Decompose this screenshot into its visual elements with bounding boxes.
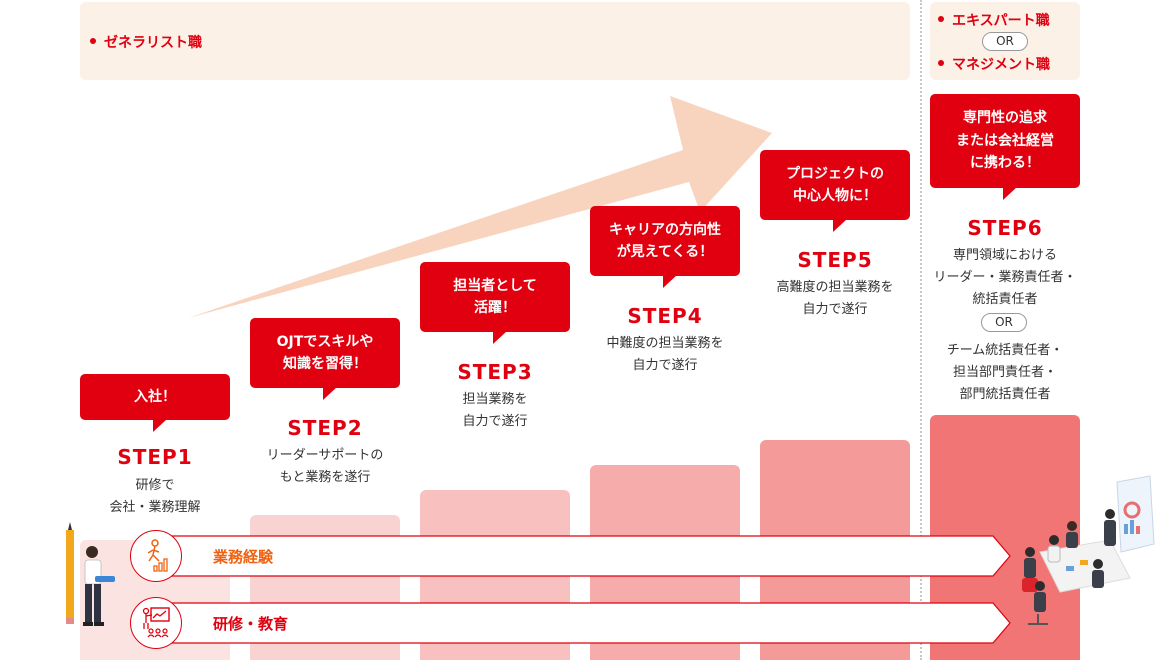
step2-desc: リーダーサポートの もと業務を遂行 — [266, 448, 384, 486]
step3-bubble: 担当者として 活躍！ — [420, 262, 570, 344]
divider — [920, 0, 922, 660]
expert-track-label: エキスパート職 — [938, 10, 1050, 30]
training-track-label: 研修・教育 — [213, 615, 289, 633]
step3-desc: 担当業務を 自力で遂行 — [462, 392, 528, 430]
experience-track-label: 業務経験 — [213, 548, 274, 566]
step6-or-pill: OR — [981, 313, 1027, 332]
step1-bubble: 入社！ — [80, 374, 230, 432]
step2-bubble: OJTでスキルや 知識を習得！ — [250, 318, 400, 400]
management-track-label: マネジメント職 — [938, 54, 1050, 74]
generalist-label: ゼネラリスト職 — [90, 32, 202, 52]
step3-title: STEP3 — [457, 360, 533, 384]
new-employee-illustration — [66, 522, 115, 626]
step5-desc: 高難度の担当業務を 自力で遂行 — [776, 280, 894, 318]
step1-desc: 研修で 会社・業務理解 — [109, 478, 201, 516]
bullet-icon — [938, 16, 944, 22]
or-pill: OR — [982, 32, 1028, 51]
step5-bubble: プロジェクトの 中心人物に！ — [760, 150, 910, 232]
step6-title: STEP6 — [967, 216, 1043, 240]
meeting-illustration — [1022, 475, 1155, 625]
step6-bubble: 専門性の追求 または会社経営 に携わる！ — [930, 94, 1080, 200]
step6-desc: 専門領域における リーダー・業務責任者・ 統括責任者 — [933, 248, 1077, 308]
step5-title: STEP5 — [797, 248, 873, 272]
work-experience-icon — [130, 530, 182, 582]
step2-title: STEP2 — [287, 416, 363, 440]
generalist-band — [80, 2, 910, 80]
step4-title: STEP4 — [627, 304, 703, 328]
bullet-icon — [90, 38, 96, 44]
step1-title: STEP1 — [117, 445, 193, 469]
training-icon — [130, 597, 182, 649]
step4-desc: 中難度の担当業務を 自力で遂行 — [606, 336, 724, 374]
bullet-icon — [938, 60, 944, 66]
step6-desc2: チーム統括責任者・ 担当部門責任者・ 部門統括責任者 — [946, 343, 1064, 403]
step4-bubble: キャリアの方向性 が見えてくる！ — [590, 206, 740, 288]
